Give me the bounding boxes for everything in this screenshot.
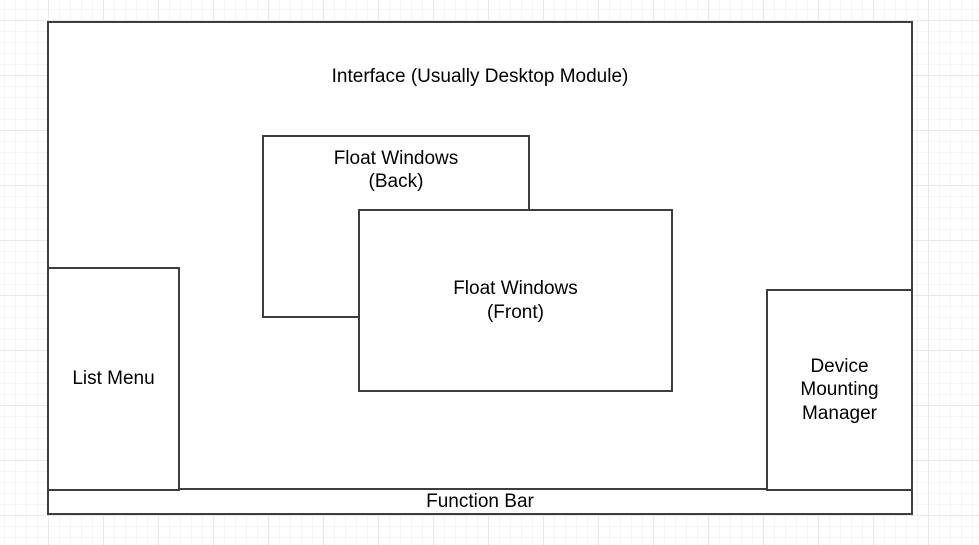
float-window-front-label-line1: Float Windows	[453, 278, 578, 300]
device-mounting-manager-label-line1: Device	[810, 356, 869, 378]
float-window-front-box[interactable]: Float Windows (Front)	[358, 209, 673, 392]
list-menu-box[interactable]: List Menu	[47, 267, 180, 491]
device-mounting-manager-label-line3: Manager	[801, 402, 877, 424]
float-window-front-label: Float Windows (Front)	[453, 277, 578, 323]
device-mounting-manager-label-line2: Mounting	[800, 379, 879, 401]
list-menu-label: List Menu	[72, 368, 155, 390]
interface-container-box[interactable]: Interface (Usually Desktop Module) Funct…	[47, 21, 913, 515]
float-window-back-label-line1: Float Windows	[333, 148, 459, 169]
float-window-front-label-line2: (Front)	[486, 301, 544, 323]
float-window-back-label-line2: (Back)	[368, 171, 424, 193]
device-mounting-manager-box[interactable]: Device Mounting Manager	[766, 289, 913, 491]
function-bar[interactable]: Function Bar	[47, 488, 913, 515]
interface-title-label: Interface (Usually Desktop Module)	[331, 66, 629, 87]
function-bar-label: Function Bar	[426, 490, 534, 512]
device-mounting-manager-label: Device Mounting Manager	[800, 355, 878, 425]
float-window-back-label: Float Windows (Back)	[264, 147, 528, 193]
